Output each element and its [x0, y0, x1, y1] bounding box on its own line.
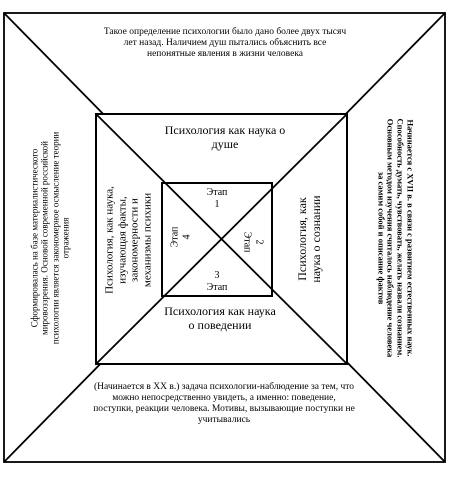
middle-top-text: Психология как наука о душе — [164, 123, 286, 151]
stage-4-num: 4 — [181, 234, 192, 240]
middle-right-text: Психология, как наука о сознании — [295, 195, 323, 283]
outer-bottom-text: (Начинается в XX в.) задача психологии-н… — [93, 382, 355, 425]
stage-2-label: Этап — [242, 231, 253, 253]
stage-2-num: 2 — [253, 239, 265, 245]
stage-2: 2 Этап — [242, 222, 265, 262]
middle-bottom-text: Психология как наука о поведении — [164, 304, 276, 332]
outer-left-text: Сформировалась на базе материалистическо… — [29, 131, 71, 345]
stage-4: Этап 4 — [170, 217, 193, 257]
inner-frame — [161, 182, 273, 297]
middle-left-text: Психология, как наука, изучающая факты, … — [103, 186, 154, 294]
stage-3: 3 Этап — [197, 270, 237, 293]
stage-1-label: Этап — [206, 187, 228, 198]
outer-frame — [3, 12, 446, 463]
outer-right-text: Начинается с XVII в. в связи с развитием… — [376, 118, 416, 358]
stage-1: Этап 1 — [197, 187, 237, 210]
stage-1-num: 1 — [214, 198, 220, 210]
stage-3-num: 3 — [214, 270, 220, 281]
stage-4-label: Этап — [169, 226, 181, 248]
stage-3-label: Этап — [206, 281, 228, 293]
outer-top-text: Такое определение психологии было дано б… — [103, 27, 347, 59]
